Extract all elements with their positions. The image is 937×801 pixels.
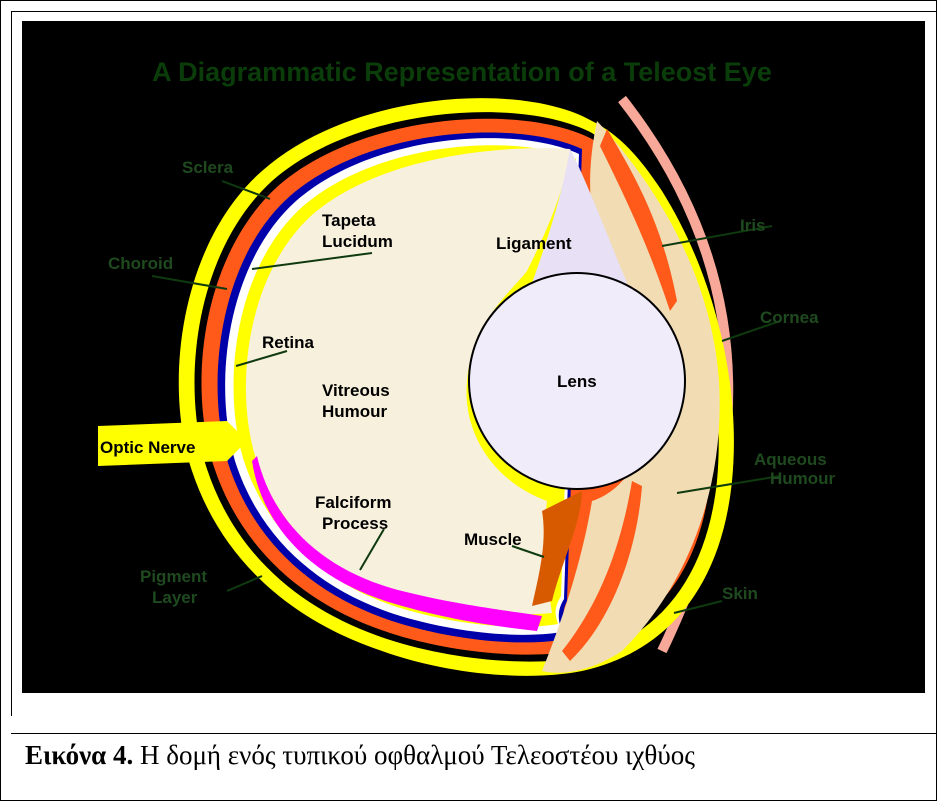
table-border-middle xyxy=(11,733,937,734)
label-choroid: Choroid xyxy=(108,254,173,273)
label-sclera: Sclera xyxy=(182,158,234,177)
label-aqueous-1: Aqueous xyxy=(754,450,827,469)
eye-diagram: A Diagrammatic Representation of a Teleo… xyxy=(22,21,925,693)
label-falciform-2: Process xyxy=(322,514,388,533)
figure-caption: Εικόνα 4. Η δομή ενός τυπικού οφθαλμού Τ… xyxy=(25,740,695,771)
table-border-top xyxy=(11,11,937,12)
label-vitreous-1: Vitreous xyxy=(322,381,390,400)
label-ligament: Ligament xyxy=(496,234,572,253)
eye-diagram-svg: A Diagrammatic Representation of a Teleo… xyxy=(22,21,925,693)
label-skin: Skin xyxy=(722,584,758,603)
label-optic-nerve: Optic Nerve xyxy=(100,438,195,457)
label-falciform-1: Falciform xyxy=(315,493,392,512)
caption-label: Εικόνα 4. xyxy=(25,740,133,770)
label-pigment-2: Layer xyxy=(152,588,198,607)
label-vitreous-2: Humour xyxy=(322,402,388,421)
table-border-left xyxy=(11,11,12,716)
label-muscle: Muscle xyxy=(464,530,522,549)
label-lens: Lens xyxy=(557,372,597,391)
label-tapeta-1: Tapeta xyxy=(322,211,376,230)
label-tapeta-2: Lucidum xyxy=(322,232,393,251)
diagram-title: A Diagrammatic Representation of a Teleo… xyxy=(152,57,772,87)
label-iris: Iris xyxy=(740,216,766,235)
label-cornea: Cornea xyxy=(760,308,819,327)
label-aqueous-2: Humour xyxy=(770,469,836,488)
label-pigment-1: Pigment xyxy=(140,567,207,586)
caption-text: Η δομή ενός τυπικού οφθαλμού Τελεοστέου … xyxy=(133,740,695,770)
label-retina: Retina xyxy=(262,333,315,352)
